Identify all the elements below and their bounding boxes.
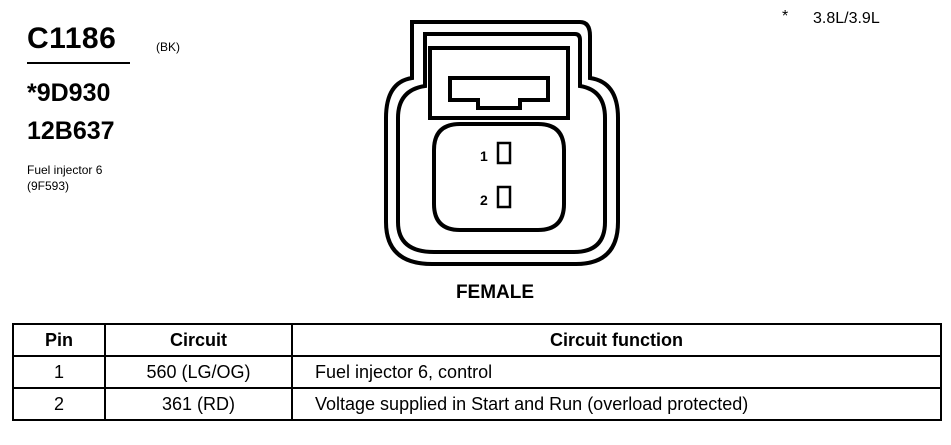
row-1-pin: 1 <box>12 355 106 389</box>
connector-description: Fuel injector 6 <box>27 163 103 177</box>
latch-tab <box>448 76 550 110</box>
part-number-2: 12B637 <box>27 117 115 145</box>
note-asterisk: * <box>782 8 789 25</box>
header-pin: Pin <box>12 323 106 357</box>
connector-outer-shell <box>384 20 620 266</box>
connector-id: C1186 <box>27 22 117 55</box>
row-1-circuit: 560 (LG/OG) <box>104 355 293 389</box>
header-circuit: Circuit <box>104 323 293 357</box>
row-2-function: Voltage supplied in Start and Run (overl… <box>291 387 942 421</box>
pin-cavity-body <box>432 122 566 232</box>
connector-gender-label: FEMALE <box>455 282 535 303</box>
table-row: 2 361 (RD) Voltage supplied in Start and… <box>12 387 942 421</box>
pin-1-terminal <box>496 141 512 165</box>
connector-face-diagram: 1 2 <box>384 20 620 266</box>
table-row: 1 560 (LG/OG) Fuel injector 6, control <box>12 355 942 389</box>
header-circuit-function: Circuit function <box>291 323 942 357</box>
row-2-circuit: 361 (RD) <box>104 387 293 421</box>
pin-2-label: 2 <box>480 192 488 208</box>
row-2-pin: 2 <box>12 387 106 421</box>
color-code: (BK) <box>156 40 180 54</box>
pin-2-terminal <box>496 185 512 209</box>
pin-table: Pin Circuit Circuit function 1 560 (LG/O… <box>12 323 942 421</box>
connector-description-ref: (9F593) <box>27 179 70 193</box>
latch-housing <box>428 46 570 120</box>
note-text: 3.8L/3.9L <box>813 10 880 27</box>
table-header-row: Pin Circuit Circuit function <box>12 323 942 357</box>
row-1-function: Fuel injector 6, control <box>291 355 942 389</box>
connector-id-underline <box>27 62 130 64</box>
connector-inner-shell <box>396 32 607 254</box>
part-number-1: *9D930 <box>27 79 111 107</box>
pin-1-label: 1 <box>480 148 488 164</box>
